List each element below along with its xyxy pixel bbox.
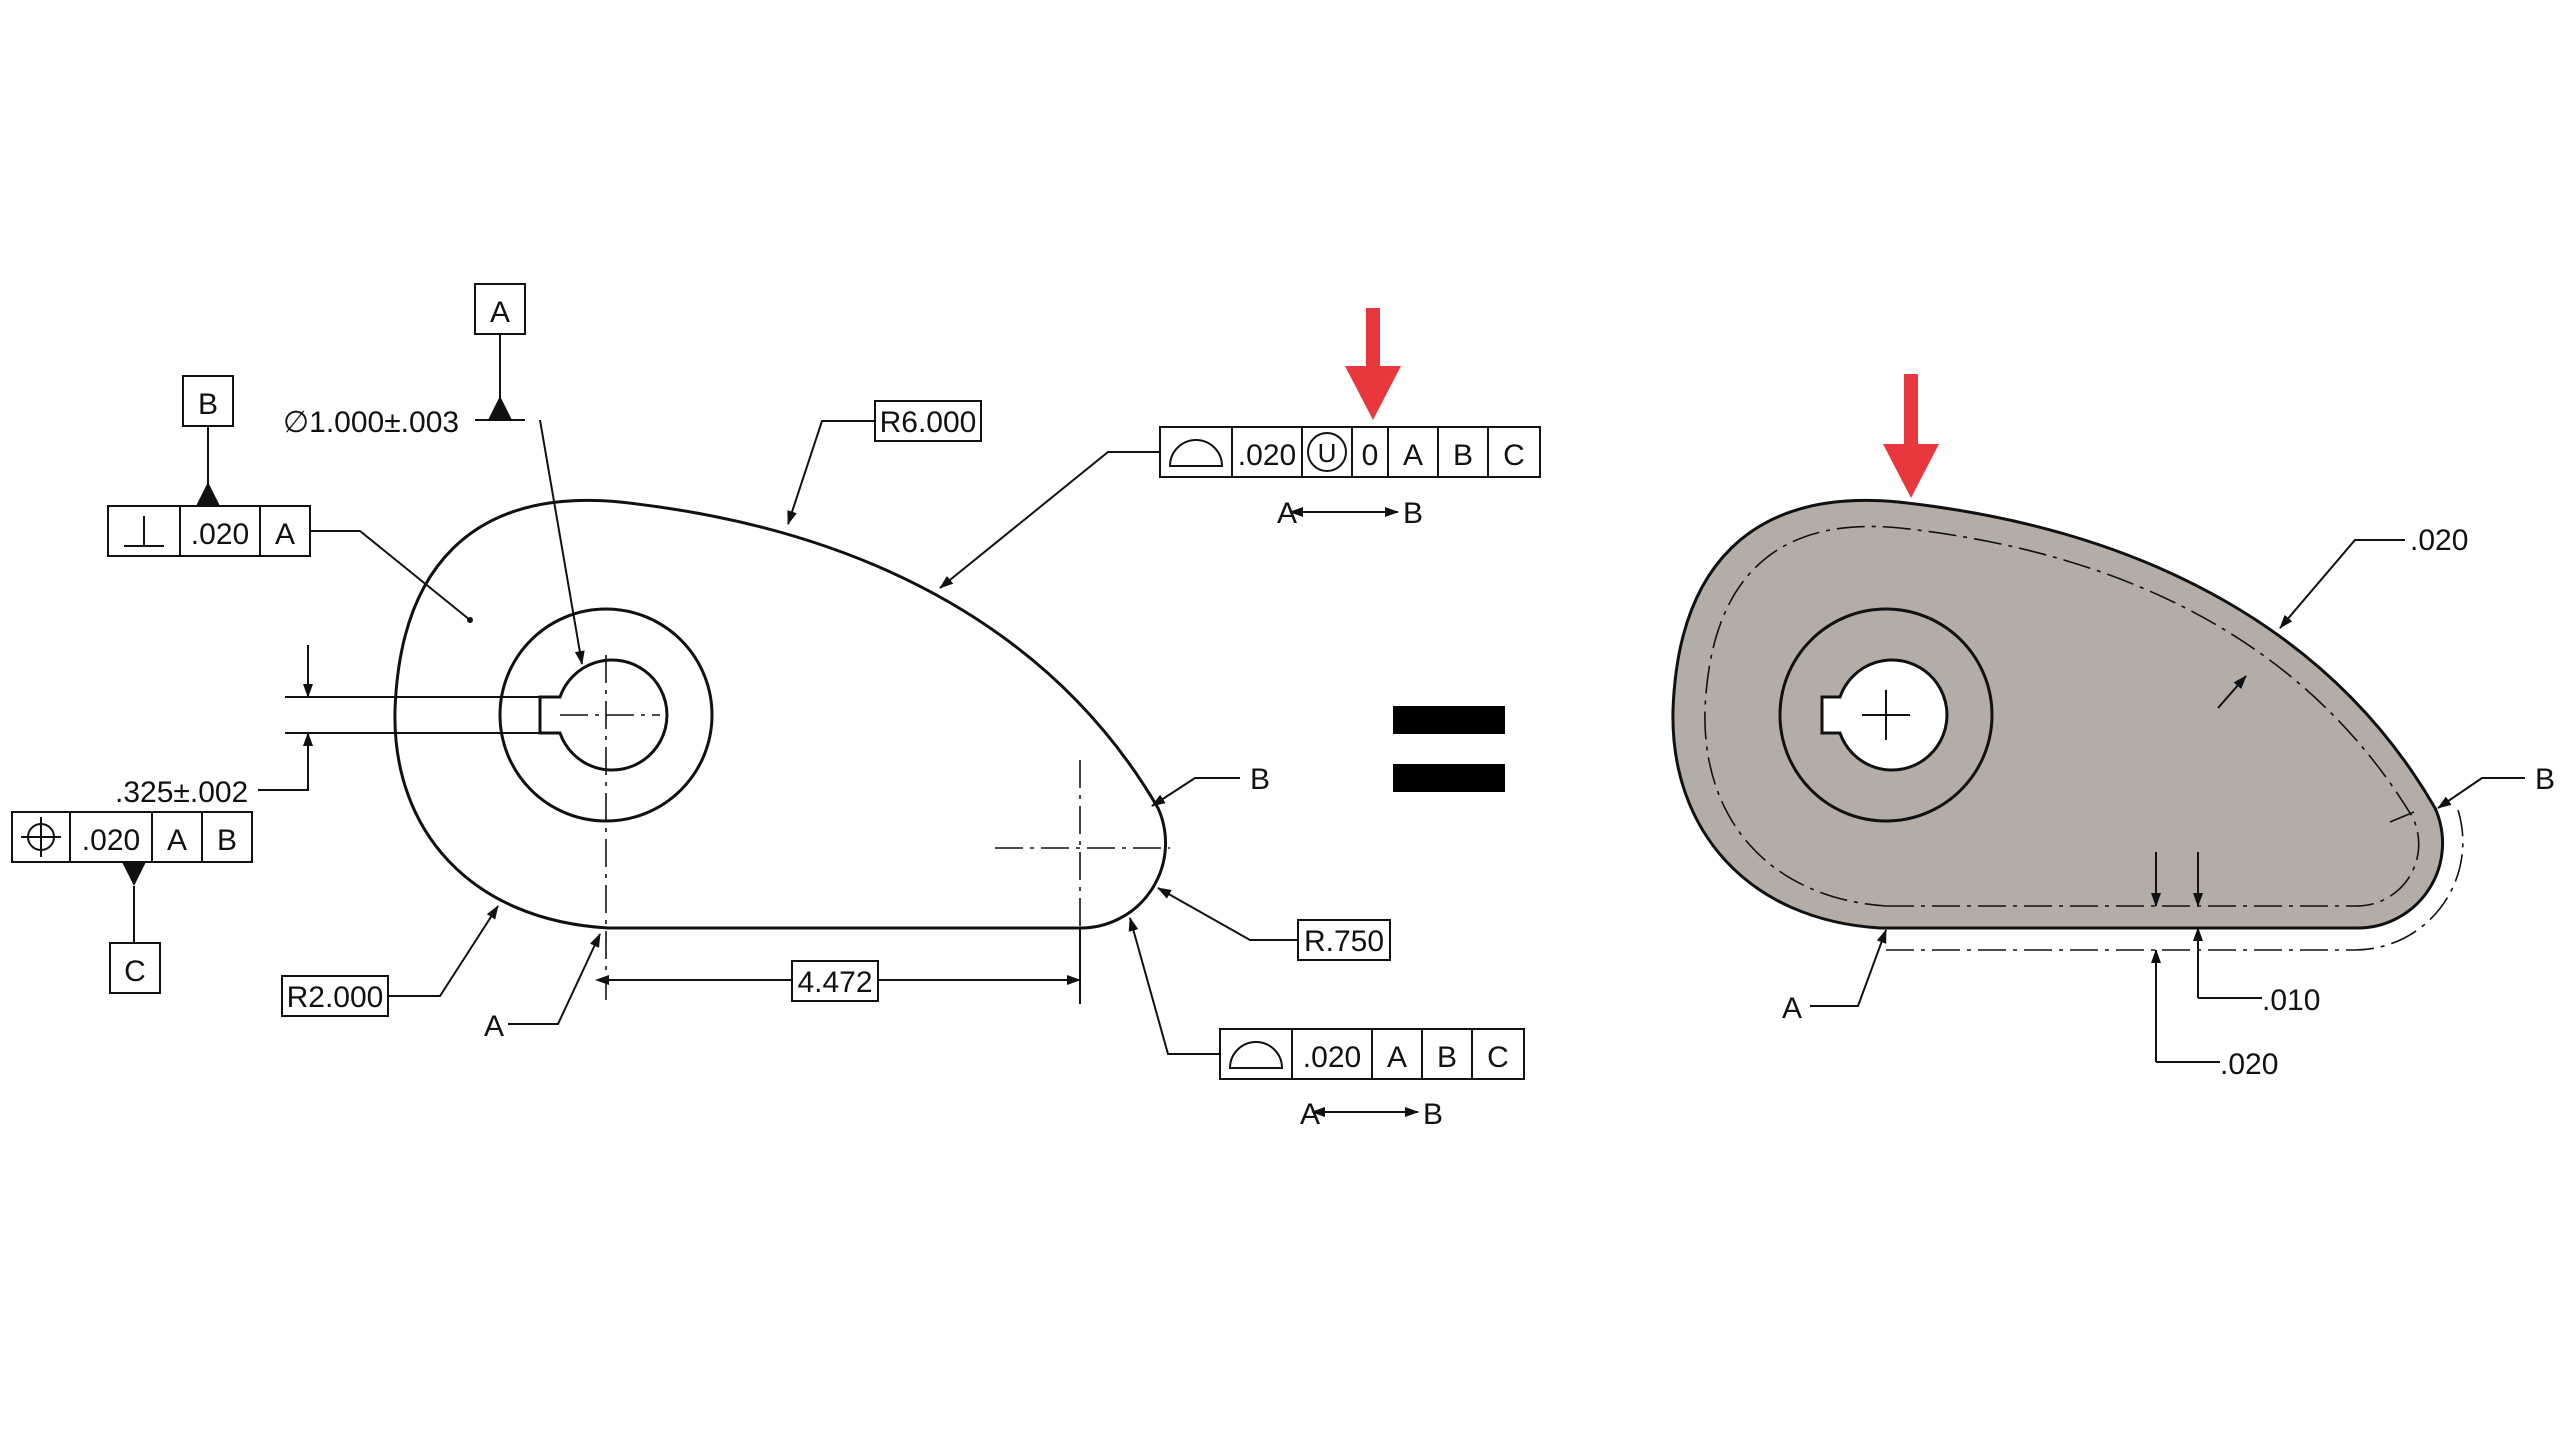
perp-leader: [310, 530, 471, 621]
right-drawing: .020 B A .010 .020: [1671, 374, 2555, 1081]
datum-a-label: A: [490, 296, 510, 329]
perp-tolerance: .020: [191, 518, 249, 551]
profile-top-datum-1: A: [1403, 439, 1423, 472]
profile-top-modifier: U: [1318, 438, 1337, 468]
datum-c-box: [109, 942, 161, 994]
r2-box: [281, 975, 389, 1017]
red-down-arrow-icon: [1883, 374, 1939, 498]
position-icon: [21, 817, 61, 857]
offset-010: .010: [2262, 984, 2320, 1017]
datum-a-box: [474, 283, 526, 335]
profile-bottom-tolerance: .020: [1303, 1041, 1361, 1074]
perpendicularity-icon: [124, 516, 164, 547]
profile-bottom-datum-3: C: [1487, 1041, 1509, 1074]
zone-leader: [2279, 539, 2405, 629]
shaded-part: [1671, 499, 2445, 930]
datum-b-triangle: [196, 482, 220, 506]
datum-b-label: B: [198, 388, 218, 421]
bore-keyway: [538, 658, 669, 772]
r6-box: [874, 400, 982, 442]
profile-bottom-datum-1: A: [1387, 1041, 1407, 1074]
r6-leader: [787, 420, 875, 525]
zone-label: .020: [2410, 524, 2468, 557]
red-down-arrow-icon: [1345, 308, 1401, 420]
radius-large: R6.000: [880, 406, 977, 439]
profile-top-datum-3: C: [1503, 439, 1525, 472]
r750-box: [1297, 919, 1391, 961]
profile-top-leader: [939, 451, 1160, 589]
right-label-b: B: [2535, 763, 2555, 796]
profile-bottom-datum-2: B: [1437, 1041, 1457, 1074]
offset-020: .020: [2220, 1048, 2278, 1081]
profile-top-datum-2: B: [1453, 439, 1473, 472]
position-tolerance: .020: [82, 824, 140, 857]
keyway-dimension: .325±.002: [115, 776, 248, 809]
profile-bottom-leader: [1128, 917, 1220, 1055]
right-leader-b: [2437, 777, 2525, 809]
r2-leader: [388, 905, 499, 997]
length-dimension: 4.472: [797, 966, 872, 999]
leader-a: [508, 933, 601, 1025]
position-frame: .020 A B: [11, 811, 253, 863]
datum-a-triangle: [488, 396, 512, 420]
left-drawing: A ∅1.000±.003 B .020 A: [11, 283, 1541, 1131]
between-top: A B: [1277, 497, 1423, 530]
leader-b: [1151, 777, 1240, 807]
tolerance-zone-outer: [1886, 809, 2464, 951]
position-datum-2: B: [217, 824, 237, 857]
profile-top-offset: 0: [1362, 439, 1379, 472]
datum-c-label: C: [124, 955, 146, 988]
perp-datum: A: [275, 518, 295, 551]
profile-surface-icon: [1168, 439, 1224, 467]
bore-dimension: ∅1.000±.003: [283, 406, 459, 439]
datum-c-triangle: [122, 862, 146, 886]
between-bottom: A B: [1300, 1098, 1443, 1131]
svg-text:B: B: [1403, 497, 1423, 530]
svg-text:A: A: [1300, 1098, 1320, 1131]
tolerance-zone-inner: [1704, 525, 2420, 907]
r750-leader: [1157, 887, 1298, 941]
perpendicularity-frame: .020 A: [107, 505, 311, 557]
radius-tip: R.750: [1304, 925, 1384, 958]
profile-top-tolerance: .020: [1238, 439, 1296, 472]
bore-leader: [539, 419, 585, 665]
svg-text:A: A: [1277, 497, 1297, 530]
profile-frame-bottom: .020 A B C: [1219, 1028, 1525, 1080]
profile-surface-icon: [1228, 1041, 1284, 1069]
position-datum-1: A: [167, 824, 187, 857]
profile-frame-top: .020 U 0 A B C: [1159, 426, 1541, 478]
leader-a-label: A: [484, 1010, 504, 1043]
leader-b-label: B: [1250, 763, 1270, 796]
equals-icon: [1393, 706, 1505, 792]
unequal-modifier-circle: [1307, 432, 1347, 472]
right-label-a: A: [1782, 992, 1802, 1025]
radius-left: R2.000: [287, 981, 384, 1014]
right-leader-a: [1810, 929, 1887, 1007]
part-outline: [393, 499, 1168, 930]
svg-text:B: B: [1423, 1098, 1443, 1131]
